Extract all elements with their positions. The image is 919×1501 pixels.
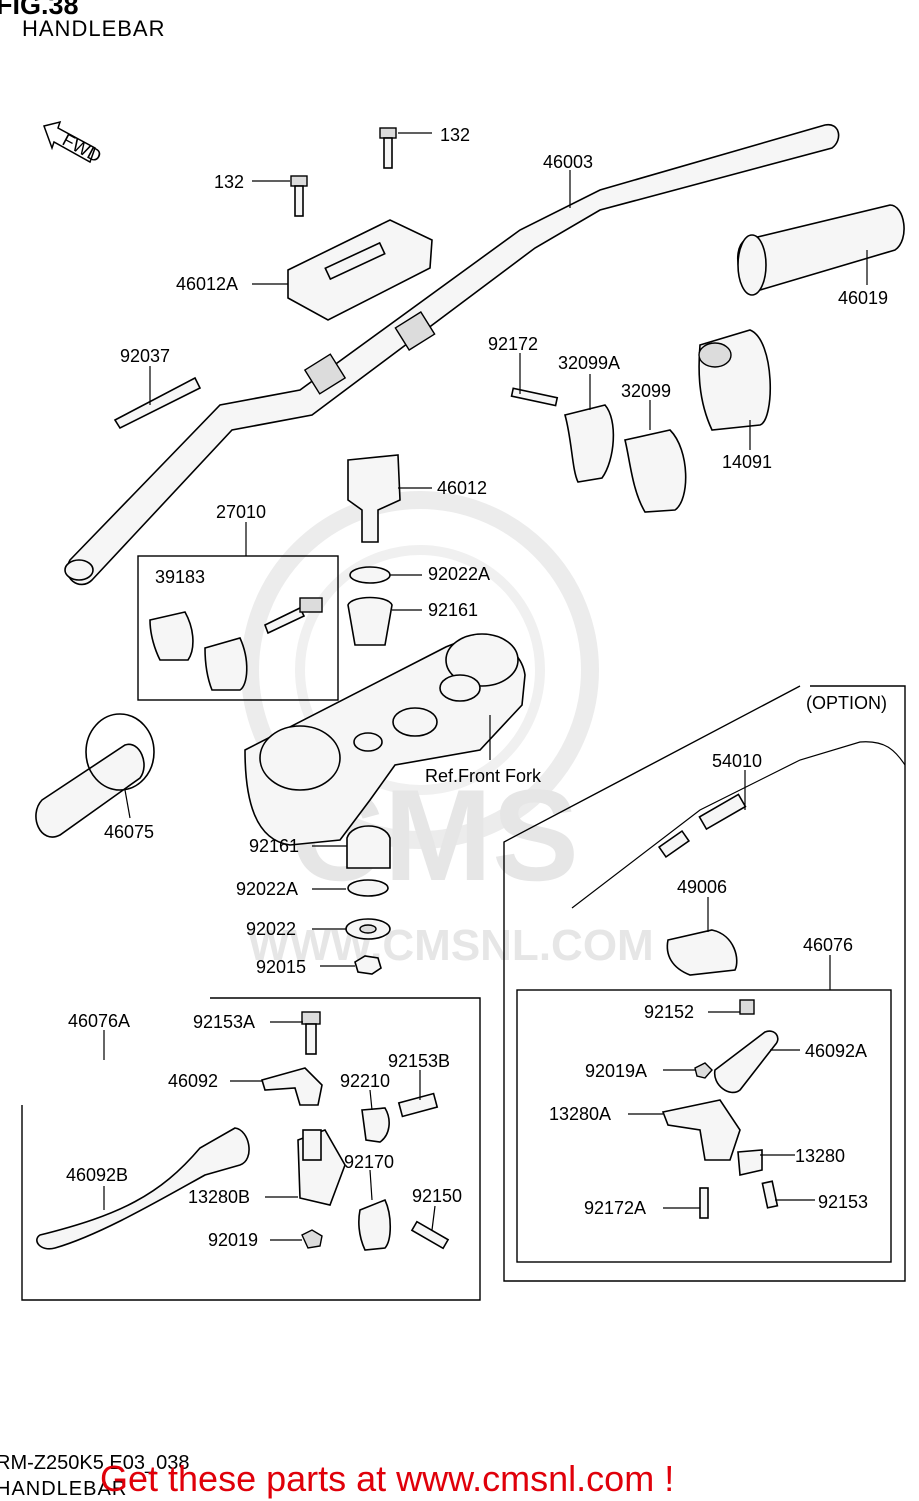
watermark-site: WWW.CMSNL.COM [248, 921, 654, 970]
label-39183: 39183 [155, 567, 205, 587]
label-46092B: 46092B [66, 1165, 128, 1185]
washer-92022A-bottom [347, 879, 389, 897]
label-32099A: 32099A [558, 353, 620, 373]
label-92015: 92015 [256, 957, 306, 977]
label-92153A: 92153A [193, 1012, 255, 1032]
lever-assy-46076A [36, 1011, 450, 1251]
label-32099: 32099 [621, 381, 671, 401]
clamp-wire-92037 [113, 376, 202, 430]
bushing-92161-top [347, 596, 393, 646]
figure-title: HANDLEBAR [22, 16, 166, 41]
clutch-lever-box-46076 [516, 989, 892, 1263]
label-13280: 13280 [795, 1146, 845, 1166]
handlebar-holder-46012 [347, 454, 401, 543]
label-92153: 92153 [818, 1192, 868, 1212]
label-92172: 92172 [488, 334, 538, 354]
diagram-code: RM-Z250K5 E03_038 [0, 1452, 190, 1474]
label-49006: 49006 [677, 877, 727, 897]
upper-bracket-front-fork [244, 633, 526, 846]
promo-link[interactable]: Get these parts at www.cmsnl.com ! [100, 1458, 675, 1499]
fwd-label: FWD [59, 130, 105, 167]
label-92022: 92022 [246, 919, 296, 939]
label-46076A: 46076A [68, 1011, 130, 1031]
switch-39183 [149, 597, 323, 691]
label-92170: 92170 [344, 1152, 394, 1172]
label-46012: 46012 [437, 478, 487, 498]
washer-92022A-top [349, 566, 391, 584]
label-132-lower: 132 [214, 172, 244, 192]
throttle-housing-32099 [624, 429, 687, 513]
handlebar-clamp-46012A [287, 219, 433, 321]
label-92172A: 92172A [584, 1198, 646, 1218]
handlebar-46003 [64, 123, 840, 586]
label-option: (OPTION) [806, 693, 887, 713]
throttle-cover-14091 [698, 329, 772, 431]
label-92153B: 92153B [388, 1051, 450, 1071]
label-92210: 92210 [340, 1071, 390, 1091]
label-46092A: 46092A [805, 1041, 867, 1061]
label-46003: 46003 [543, 152, 593, 172]
label-14091: 14091 [722, 452, 772, 472]
hot-start-lever-49006 [666, 929, 738, 976]
label-27010: 27010 [216, 502, 266, 522]
label-92161-bottom: 92161 [249, 836, 299, 856]
label-92037: 92037 [120, 346, 170, 366]
label-92152: 92152 [644, 1002, 694, 1022]
part-labels: 132 132 46003 46012A 46019 92037 92172 3… [66, 125, 888, 1250]
option-box [503, 685, 906, 1282]
label-46092: 46092 [168, 1071, 218, 1091]
label-92150: 92150 [412, 1186, 462, 1206]
label-132-upper: 132 [440, 125, 470, 145]
label-13280A: 13280A [549, 1104, 611, 1124]
leader-lines [103, 132, 868, 1241]
switch-box-27010 [137, 555, 339, 701]
label-46075: 46075 [104, 822, 154, 842]
label-92161-top: 92161 [428, 600, 478, 620]
label-92019: 92019 [208, 1230, 258, 1250]
diagram-name: HANDLEBAR [0, 1478, 128, 1500]
lever-box-46076A [21, 997, 481, 1301]
grip-46019 [737, 204, 905, 296]
fwd-arrow-icon: FWD [43, 120, 105, 167]
label-92022A-bottom: 92022A [236, 879, 298, 899]
cmsnl-watermark: CMS WWW.CMSNL.COM [241, 491, 654, 970]
bolt-132 [290, 127, 397, 217]
label-46076: 46076 [803, 935, 853, 955]
throttle-housing-32099A [564, 404, 615, 483]
figure-number: FIG.38 [0, 0, 79, 20]
label-92022A-top: 92022A [428, 564, 490, 584]
label-92019A: 92019A [585, 1061, 647, 1081]
nut-92015 [354, 955, 382, 975]
label-13280B: 13280B [188, 1187, 250, 1207]
screw-92172 [510, 387, 559, 407]
label-46019: 46019 [838, 288, 888, 308]
label-46012A: 46012A [176, 274, 238, 294]
grip-46075 [35, 713, 155, 838]
label-54010: 54010 [712, 751, 762, 771]
clutch-lever-assy-46076 [661, 999, 779, 1219]
cable-54010 [571, 741, 906, 909]
bushing-92161-bottom [346, 825, 391, 869]
label-ref-front-fork: Ref.Front Fork [425, 766, 542, 786]
washer-92022-hole [359, 924, 377, 934]
